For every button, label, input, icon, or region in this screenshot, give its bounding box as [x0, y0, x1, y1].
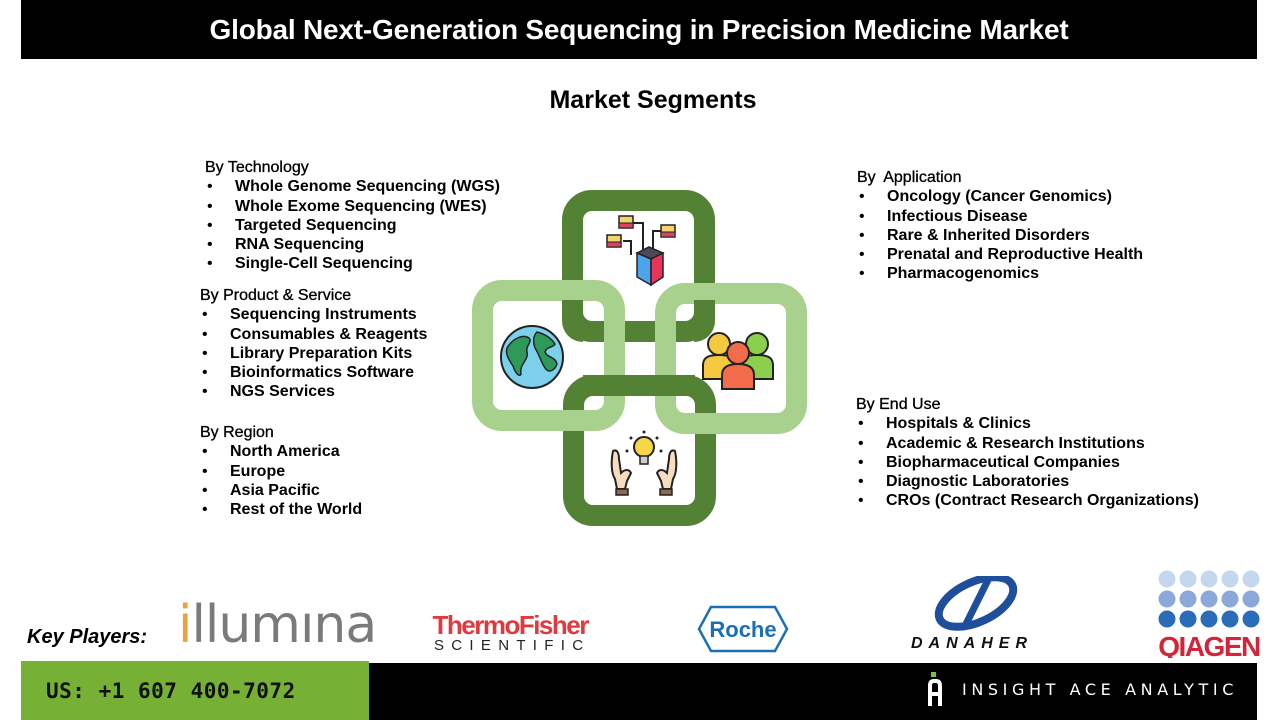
list-item: •Library Preparation Kits	[202, 344, 413, 362]
illumina-logo: iilluminallumına	[178, 595, 377, 655]
interlock-overlay	[655, 375, 695, 396]
list-item: •Biopharmaceutical Companies	[858, 453, 1120, 471]
key-players-label: Key Players:	[27, 626, 148, 648]
contact-phone: US: +1 607 400-7072	[21, 661, 369, 720]
segment-technology: By Technology •Whole Genome Sequencing (…	[205, 158, 500, 274]
danaher-logo-text: DANAHER	[911, 635, 1033, 652]
bullet-icon: •	[207, 216, 213, 234]
list-item: •Academic & Research Institutions	[858, 434, 1145, 452]
list-item: •Prenatal and Reproductive Health	[859, 246, 1144, 264]
bullet-icon: •	[858, 453, 864, 471]
list-item: •Pharmacogenomics	[859, 265, 1040, 283]
bullet-icon: •	[859, 226, 865, 244]
list-item: •Bioinformatics Software	[202, 364, 415, 382]
bullet-icon: •	[202, 481, 208, 499]
list-item: •Rare & Inherited Disorders	[859, 226, 1090, 244]
insight-ace-logo-icon	[928, 672, 942, 706]
list-item: •Sequencing Instruments	[202, 306, 417, 324]
segment-application: By Application •Oncology (Cancer Genomic…	[857, 168, 1143, 284]
page-title: Global Next-Generation Sequencing in Pre…	[209, 13, 1069, 45]
roche-logo: Roche	[697, 605, 789, 653]
section-subtitle: Market Segments	[549, 86, 757, 114]
thermo-fisher-logo-line1: ThermoFisher	[432, 610, 589, 640]
bullet-icon: •	[858, 415, 864, 433]
roche-logo-text: Roche	[709, 617, 776, 642]
list-item: •Europe	[202, 462, 286, 480]
brand-name: INSIGHT ACE ANALYTIC	[962, 679, 1238, 699]
list-item: •Consumables & Reagents	[202, 325, 428, 343]
bullet-icon: •	[859, 188, 865, 206]
list-item: •Targeted Sequencing	[207, 216, 397, 234]
segment-heading: By End Use	[856, 396, 941, 413]
list-item: •Asia Pacific	[202, 481, 320, 499]
title-bar: Global Next-Generation Sequencing in Pre…	[21, 0, 1257, 59]
bullet-icon: •	[859, 207, 865, 225]
bullet-icon: •	[858, 473, 864, 491]
list-item: •CROs (Contract Research Organizations)	[858, 492, 1199, 510]
thermo-fisher-logo: ThermoFisher SCIENTIFIC	[430, 612, 590, 654]
qiagen-logo: QIAGEN	[1157, 570, 1262, 662]
brand-logo: INSIGHT ACE ANALYTIC	[926, 672, 1238, 706]
bullet-icon: •	[207, 255, 213, 273]
list-item: •Oncology (Cancer Genomics)	[859, 188, 1112, 206]
bullet-icon: •	[202, 306, 208, 324]
bullet-icon: •	[202, 344, 208, 362]
bullet-icon: •	[858, 434, 864, 452]
list-item: •Infectious Disease	[859, 207, 1028, 225]
hands-lightbulb-icon	[606, 428, 682, 498]
interlock-overlay	[694, 300, 715, 342]
bullet-icon: •	[202, 501, 208, 519]
interlock-overlay	[562, 300, 583, 342]
bullet-icon: •	[202, 325, 208, 343]
list-item: •Rest of the World	[202, 501, 363, 519]
segment-region: By Region •North America •Europe •Asia P…	[200, 423, 362, 519]
segment-end-use: By End Use •Hospitals & Clinics •Academi…	[856, 395, 1199, 511]
globe-icon	[497, 323, 567, 391]
list-item: •Single-Cell Sequencing	[207, 255, 413, 273]
list-item: •Hospitals & Clinics	[858, 415, 1031, 433]
danaher-logo: DANAHER	[896, 573, 1048, 652]
segment-heading: By Technology	[205, 159, 309, 176]
footer-bar	[369, 663, 1257, 720]
segment-heading: By Product & Service	[200, 287, 352, 304]
segment-heading: By Region	[200, 424, 274, 441]
people-group-icon	[700, 328, 776, 392]
list-item: •Whole Exome Sequencing (WES)	[207, 197, 487, 215]
bullet-icon: •	[859, 246, 865, 264]
thermo-fisher-logo-line2: SCIENTIFIC	[434, 637, 591, 654]
network-cube-icon	[600, 212, 680, 290]
list-item: •Whole Genome Sequencing (WGS)	[207, 178, 500, 196]
phone-number: US: +1 607 400-7072	[46, 678, 296, 703]
bullet-icon: •	[207, 197, 213, 215]
bullet-icon: •	[202, 462, 208, 480]
bullet-icon: •	[202, 443, 208, 461]
qiagen-logo-text: QIAGEN	[1158, 631, 1260, 658]
bullet-icon: •	[202, 383, 208, 401]
bullet-icon: •	[858, 492, 864, 510]
interlock-overlay	[583, 375, 625, 396]
segment-heading: By Application	[857, 169, 962, 186]
bullet-icon: •	[207, 236, 213, 254]
list-item: •RNA Sequencing	[207, 236, 365, 254]
segment-product-service: By Product & Service •Sequencing Instrum…	[200, 286, 428, 402]
list-item: •NGS Services	[202, 383, 335, 401]
ring-right	[655, 283, 807, 434]
bullet-icon: •	[859, 265, 865, 283]
list-item: •Diagnostic Laboratories	[858, 473, 1070, 491]
list-item: •North America	[202, 443, 340, 461]
bullet-icon: •	[207, 178, 213, 196]
bullet-icon: •	[202, 364, 208, 382]
